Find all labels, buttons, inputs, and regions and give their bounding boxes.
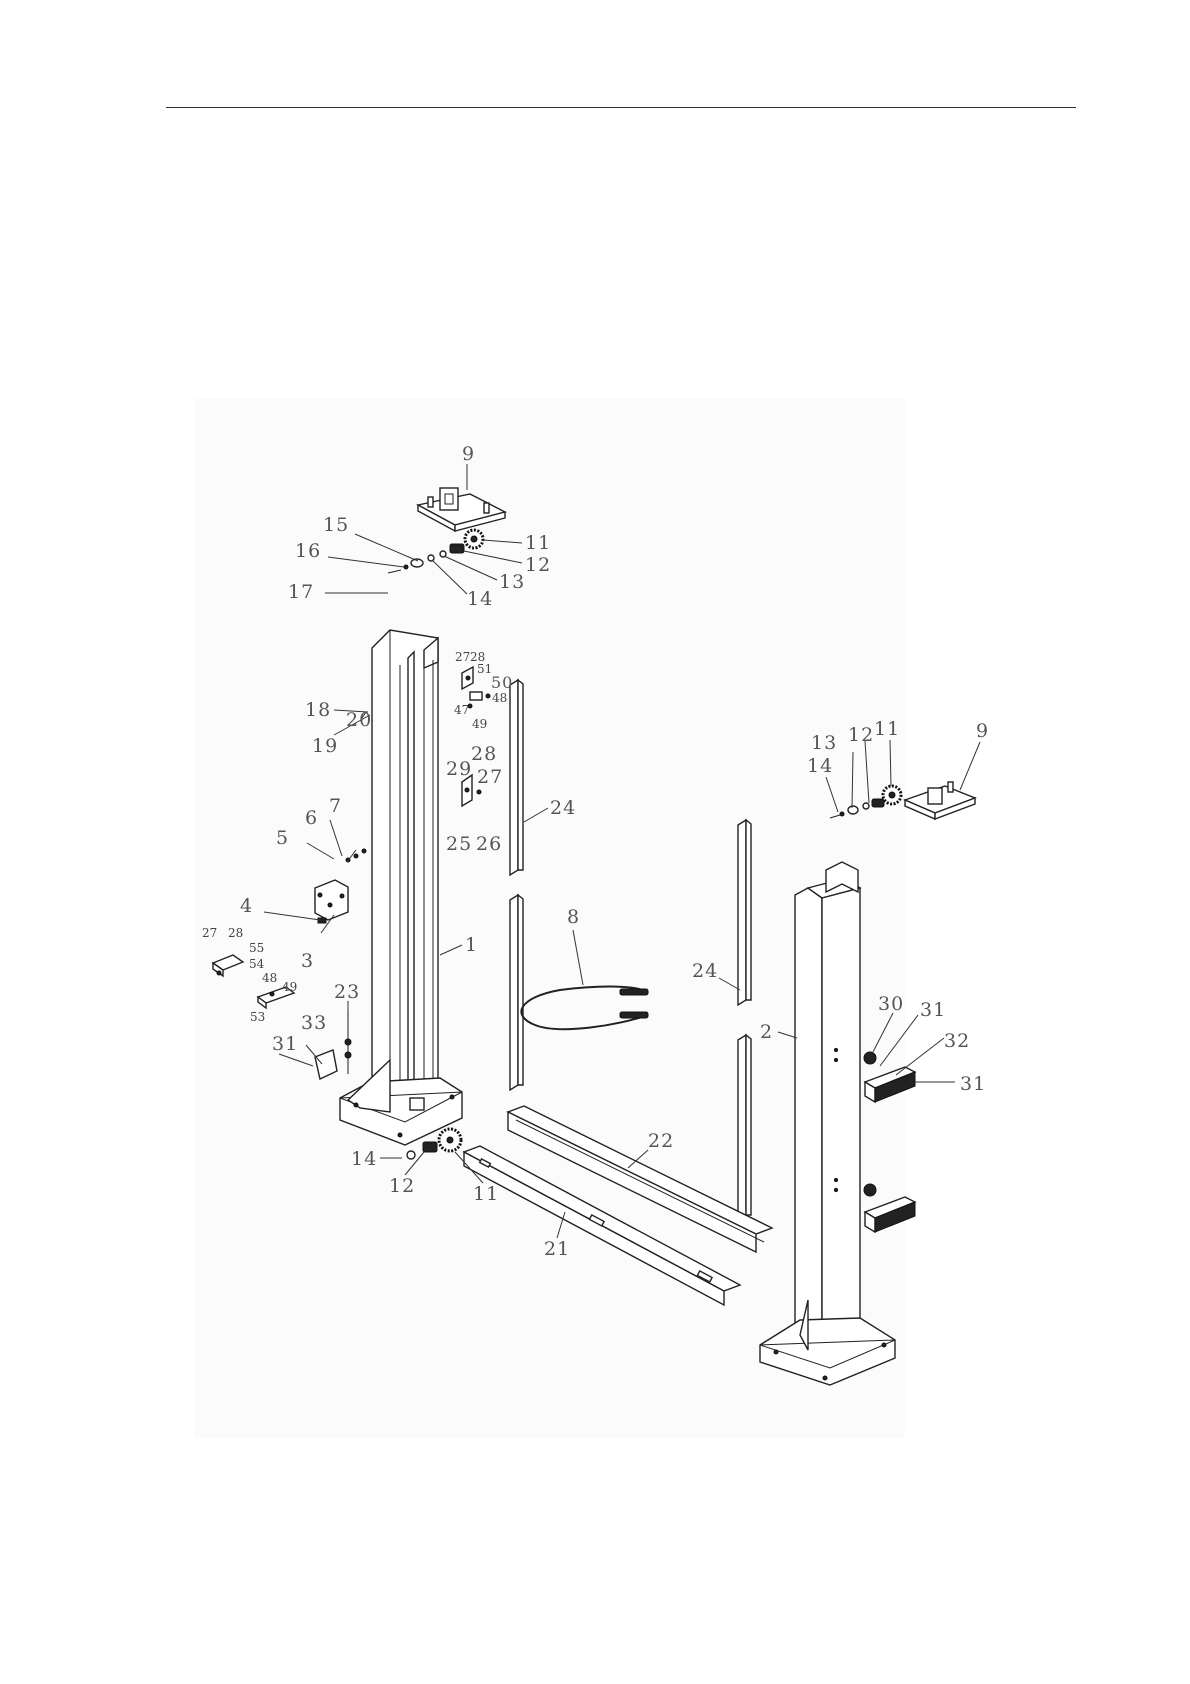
callout-3: 3 [301, 950, 314, 972]
callout-small-50: 50 [491, 673, 513, 692]
callout-small-28-left: 28 [228, 926, 243, 940]
callout-24-left: 24 [550, 797, 576, 819]
steel-cable [521, 987, 648, 1030]
callout-16: 16 [295, 540, 321, 562]
callout-11: 11 [525, 532, 551, 554]
callout-26: 26 [476, 833, 502, 855]
callout-small-49-top: 49 [472, 717, 487, 731]
callout-1: 1 [465, 934, 478, 956]
callout-32: 32 [944, 1030, 970, 1052]
callout-labels: 9 15 16 17 11 12 13 14 18 19 20 29 28 27… [240, 443, 989, 1260]
callout-small-48-left: 48 [262, 971, 277, 985]
callout-24-right: 24 [692, 960, 718, 982]
callout-8: 8 [567, 906, 580, 928]
callout-12-bottom: 12 [389, 1175, 415, 1197]
guide-rails-left [510, 680, 523, 1090]
callout-5: 5 [276, 827, 289, 849]
callout-17: 17 [288, 581, 314, 603]
callout-small-55: 55 [249, 941, 264, 955]
callout-small-27-top: 27 [455, 650, 470, 664]
callout-29: 29 [446, 758, 472, 780]
callout-13-right: 13 [811, 732, 837, 754]
callout-small-51: 51 [477, 662, 492, 676]
callout-20: 20 [346, 709, 372, 731]
callout-14-bottom: 14 [351, 1148, 377, 1170]
callout-7: 7 [329, 795, 342, 817]
callout-15: 15 [323, 514, 349, 536]
callout-12-right: 12 [848, 724, 874, 746]
guide-rails-right [738, 820, 751, 1220]
top-plate-assembly [388, 488, 505, 573]
callout-small-49-left: 49 [282, 980, 297, 994]
right-column [760, 862, 895, 1385]
callout-27: 27 [477, 766, 503, 788]
callout-31-left: 31 [272, 1033, 298, 1055]
callout-28: 28 [471, 743, 497, 765]
left-column [340, 630, 462, 1145]
callout-14: 14 [467, 588, 493, 610]
callout-25: 25 [446, 833, 472, 855]
right-lock-pads [864, 1052, 915, 1232]
callout-30: 30 [878, 993, 904, 1015]
callout-21: 21 [544, 1238, 570, 1260]
callout-11-bottom: 11 [473, 1183, 499, 1205]
callout-6: 6 [305, 807, 318, 829]
callout-9: 9 [462, 443, 475, 465]
callout-small-48-top: 48 [492, 691, 507, 705]
callout-31-right-bottom: 31 [960, 1073, 986, 1095]
callout-23: 23 [334, 981, 360, 1003]
callout-18: 18 [305, 699, 331, 721]
callout-13: 13 [499, 571, 525, 593]
callout-19: 19 [312, 735, 338, 757]
callout-11-right: 11 [874, 718, 900, 740]
callout-small-27-left: 27 [202, 926, 217, 940]
callout-12: 12 [525, 554, 551, 576]
callout-33: 33 [301, 1012, 327, 1034]
callout-14-right: 14 [807, 755, 833, 777]
callout-4: 4 [240, 895, 253, 917]
callout-2: 2 [760, 1021, 773, 1043]
floor-covers [464, 1106, 772, 1305]
callout-small-47: 47 [454, 703, 469, 717]
callout-22: 22 [648, 1130, 674, 1152]
callout-9-right: 9 [976, 720, 989, 742]
callout-31-right-top: 31 [920, 999, 946, 1021]
callout-small-54: 54 [249, 957, 265, 971]
callout-small-53: 53 [250, 1010, 265, 1024]
